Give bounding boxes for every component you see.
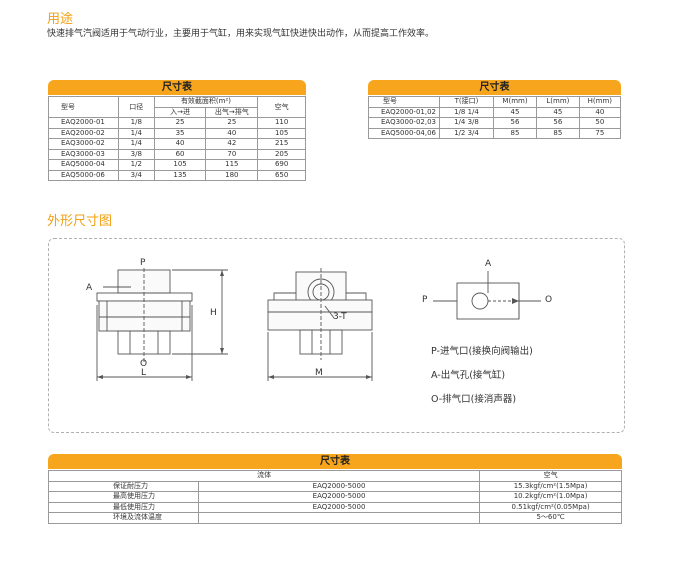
label-l: L	[141, 368, 147, 378]
size-table-1-cell: 42	[205, 138, 259, 150]
size-table-3-cell	[197, 512, 481, 524]
label-3t: 3-T	[333, 312, 347, 322]
label-h: H	[210, 308, 217, 318]
table-row: 环境及流体温度 5～60℃	[48, 512, 622, 524]
size-table-3-cell: 保证耐压力	[48, 480, 199, 492]
label-a: A	[86, 283, 93, 293]
size-table-1-title: 尺寸表	[48, 80, 306, 95]
legend-item-o: O-排气口(接消声器)	[431, 394, 517, 405]
size-table-3-cell: 5～60℃	[479, 512, 622, 524]
port-legend: P-进气口(接换向阀输出) A-出气孔(接气缸) O-排气口(接消声器)	[431, 340, 533, 412]
header-bore: 口径	[117, 96, 155, 118]
header-air: 空气	[257, 96, 306, 118]
dimensions-heading: 外形尺寸图	[47, 214, 113, 229]
size-table-1-cell: 3/8	[117, 148, 155, 160]
size-table-1-cell: 690	[257, 159, 306, 171]
symbol-label-p: P	[422, 295, 428, 305]
legend-item-p: P-进气口(接换向阀输出)	[431, 346, 533, 357]
size-table-3-cell: 最高使用压力	[48, 491, 199, 503]
size-table-1-cell: 105	[257, 127, 306, 139]
front-main-body	[98, 300, 191, 332]
size-table-3-cell: 15.3kgf/cm²(1.5Mpa)	[479, 480, 622, 492]
size-table-1-cell: 1/2	[117, 159, 155, 171]
size-table-1-cell: 215	[257, 138, 306, 150]
size-table-3-cell: 最低使用压力	[48, 501, 199, 513]
usage-heading: 用途	[47, 12, 74, 27]
size-table-3-cell: 10.2kgf/cm²(1.0Mpa)	[479, 491, 622, 503]
size-table-3-cell: EAQ2000-5000	[197, 491, 481, 503]
size-table-1-cell: 40	[205, 127, 259, 139]
symbol-label-a: A	[485, 259, 492, 269]
size-table-1-cell: EAQ5000-06	[48, 169, 119, 181]
size-table-3-title: 尺寸表	[48, 454, 622, 469]
dimension-drawing-frame	[48, 238, 625, 433]
header-model: 型号	[48, 96, 119, 118]
size-table-1-cell: EAQ3000-03	[48, 148, 119, 160]
size-table-2-cell: 85	[492, 127, 538, 139]
front-flange	[96, 292, 193, 302]
size-table-1-cell: 3/4	[117, 169, 155, 181]
size-table-1-cell: 115	[205, 159, 259, 171]
size-table-1-cell: EAQ2000-02	[48, 127, 119, 139]
size-table-1-cell: 1/4	[117, 127, 155, 139]
label-m: M	[315, 368, 323, 378]
size-table-1-cell: 70	[205, 148, 259, 160]
size-table-3-cell: 环境及流体温度	[48, 512, 199, 524]
size-table-1-cell: 1/4	[117, 138, 155, 150]
header-air: 空气	[479, 470, 622, 482]
size-table-3-cell: 0.51kgf/cm²(0.05Mpa)	[479, 501, 622, 513]
size-table-3-cell: EAQ2000-5000	[197, 501, 481, 513]
size-table-1-cell: 180	[205, 169, 259, 181]
size-table-1-cell: EAQ5000-04	[48, 159, 119, 171]
size-table-1-cell: 650	[257, 169, 306, 181]
label-o: O	[140, 359, 148, 369]
side-main-body	[267, 299, 373, 331]
size-table-2: 型号 T(接口) M(mm) L(mm) H(mm) EAQ2000-01,02…	[368, 96, 622, 139]
symbol-label-o: O	[545, 295, 553, 305]
size-table-2-title: 尺寸表	[368, 80, 621, 95]
size-table-1-cell: EAQ3000-02	[48, 138, 119, 150]
size-table-3-cell: EAQ2000-5000	[197, 480, 481, 492]
valve-symbol-ball	[471, 292, 489, 310]
legend-item-a: A-出气孔(接气缸)	[431, 370, 506, 381]
usage-description: 快速排气汽阀适用于气动行业，主要用于气缸，用来实现气缸快进快出动作，从而提高工作…	[47, 29, 435, 39]
label-p: P	[140, 258, 146, 268]
size-table-1-cell: 205	[257, 148, 306, 160]
header-fluid: 流体	[47, 470, 481, 482]
size-table-2-cell: 75	[578, 127, 622, 139]
